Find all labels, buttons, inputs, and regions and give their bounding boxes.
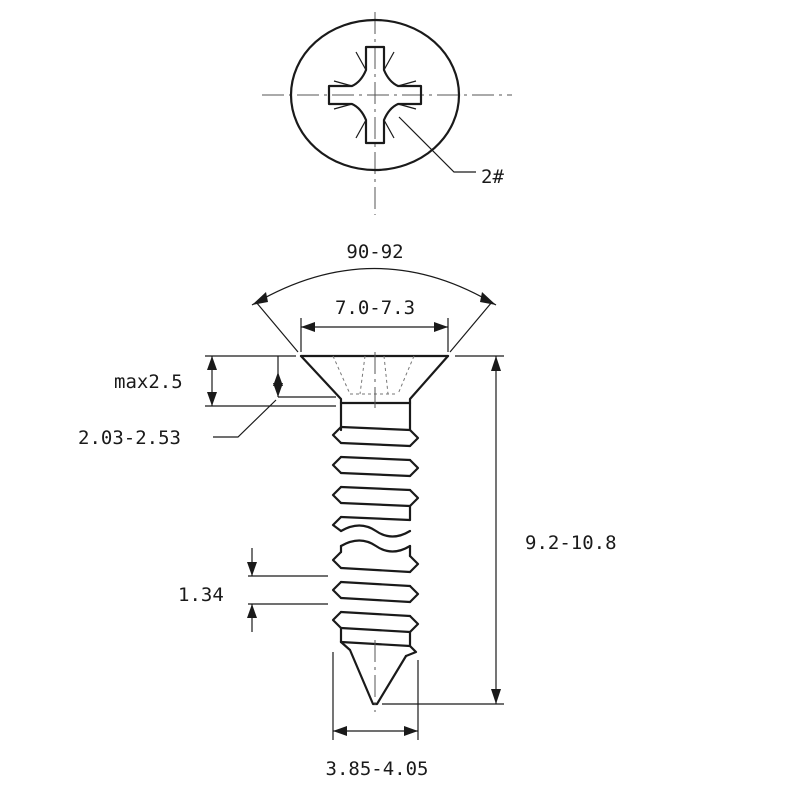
- lower-thread-crests-left: [331, 550, 343, 630]
- thread-diameter-label: 3.85-4.05: [326, 758, 429, 780]
- head-height-max-arrow-top: [207, 356, 217, 370]
- upper-shank: [339, 401, 412, 432]
- upper-thread-flanks: [339, 425, 412, 522]
- lower-thread-flanks: [339, 566, 412, 648]
- lower-thread-crests-right: [404, 554, 420, 658]
- head-diameter-extension-lines: [300, 318, 449, 352]
- upper-thread-crests-right: [408, 428, 420, 508]
- head-height-max-arrow-bottom: [207, 392, 217, 406]
- upper-thread-crests-left: [331, 425, 343, 533]
- thread-diameter-extension-lines: [332, 652, 419, 740]
- head-height-range-arrow: [273, 383, 283, 397]
- recess-inner-detail: [333, 51, 417, 139]
- break-line-top: [339, 524, 412, 538]
- drive-size-label: 2#: [481, 166, 504, 188]
- head-angle-arrow-right: [480, 292, 496, 305]
- side-view: [299, 352, 450, 712]
- pitch-extension-lines: [248, 575, 328, 605]
- head-angle-label: 90-92: [346, 241, 403, 263]
- head-diameter-dimension: 7.0-7.3: [300, 297, 449, 352]
- head-diameter-arrow-left: [301, 322, 315, 332]
- head-height-max-label: max2.5: [114, 371, 183, 393]
- head-countersink-profile: [299, 354, 450, 405]
- head-height-max-dimension: max2.5: [114, 355, 336, 407]
- head-height-max-extension-lines: [205, 355, 336, 407]
- head-height-range-dimension: 2.03-2.53: [78, 356, 336, 449]
- head-height-range-leader: [213, 399, 277, 438]
- pitch-label: 1.34: [178, 584, 224, 606]
- pitch-arrow-top: [247, 562, 257, 576]
- head-diameter-label: 7.0-7.3: [335, 297, 415, 319]
- length-label: 9.2-10.8: [525, 532, 617, 554]
- lower-core: [339, 626, 412, 648]
- head-height-range-arrow-up: [273, 372, 283, 386]
- pitch-arrow-bottom: [247, 604, 257, 618]
- head-angle-arrow-left: [252, 292, 268, 305]
- phillips-cross-recess: [327, 45, 423, 145]
- recess-hidden-lines: [332, 355, 415, 395]
- head-outline-circle: [289, 18, 461, 172]
- length-extension-lines: [382, 355, 504, 705]
- length-arrow-bottom: [491, 689, 501, 704]
- drive-size-leader: [398, 116, 476, 173]
- pitch-dimension: 1.34: [178, 548, 328, 632]
- screw-tip: [339, 640, 408, 706]
- top-view: 2#: [262, 12, 512, 215]
- thread-diameter-dimension: 3.85-4.05: [326, 652, 429, 780]
- head-angle-arc: [251, 268, 497, 306]
- thread-diameter-arrow-right: [404, 726, 418, 736]
- length-dimension: 9.2-10.8: [382, 355, 617, 705]
- head-diameter-arrow-right: [434, 322, 448, 332]
- length-arrow-top: [491, 356, 501, 371]
- thread-diameter-arrow-left: [333, 726, 347, 736]
- break-line-bottom: [339, 539, 412, 553]
- head-angle-dimension: 90-92: [251, 241, 497, 353]
- head-height-range-label: 2.03-2.53: [78, 427, 181, 449]
- head-angle-extension-lines: [255, 301, 493, 353]
